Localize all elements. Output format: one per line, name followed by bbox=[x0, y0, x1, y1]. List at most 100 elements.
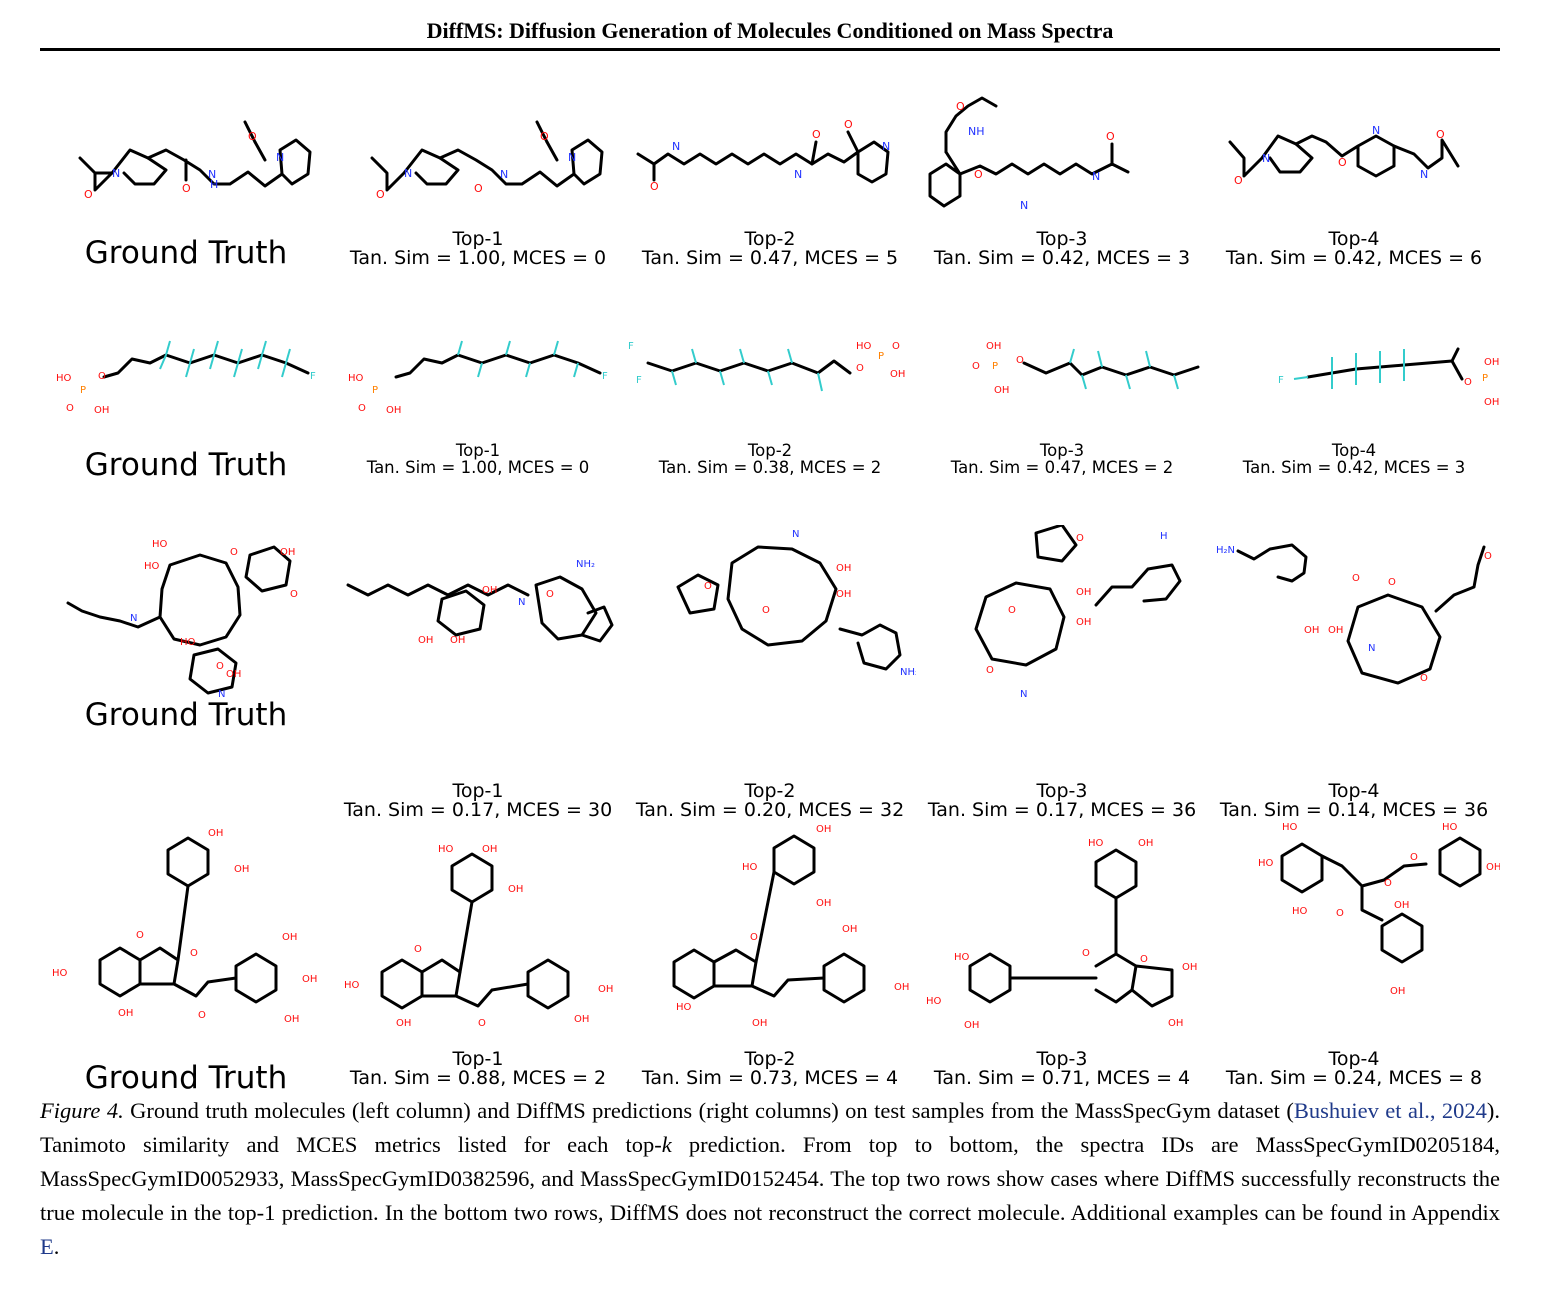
svg-text:O: O bbox=[84, 188, 93, 201]
svg-text:N: N bbox=[882, 140, 890, 153]
svg-text:OH: OH bbox=[1076, 617, 1091, 628]
prediction-metrics: Tan. Sim = 0.42, MCES = 3 bbox=[933, 247, 1191, 270]
svg-text:O: O bbox=[190, 948, 198, 959]
svg-text:OH: OH bbox=[752, 1018, 767, 1029]
svg-text:O: O bbox=[1008, 605, 1016, 616]
svg-text:N: N bbox=[218, 689, 225, 700]
svg-text:OH: OH bbox=[282, 932, 297, 943]
prediction-molecule: HO P O OH F bbox=[348, 340, 608, 416]
svg-text:OH: OH bbox=[1138, 838, 1153, 849]
prediction-cell: HO OH OH O HO OH O OH OH Top-1 Tan. Sim … bbox=[332, 810, 624, 1088]
prediction-cell: N OH OH O NH₂ O Top-2 Tan. Sim = 0.20, M… bbox=[624, 525, 916, 820]
svg-text:O: O bbox=[414, 944, 422, 955]
svg-text:HO: HO bbox=[742, 862, 758, 873]
svg-text:N: N bbox=[208, 168, 216, 181]
prediction-metrics: Tan. Sim = 0.17, MCES = 30 bbox=[343, 799, 613, 822]
svg-text:N: N bbox=[500, 168, 508, 181]
svg-text:OH: OH bbox=[836, 563, 851, 574]
svg-text:N: N bbox=[568, 151, 576, 164]
svg-text:O: O bbox=[1436, 128, 1445, 141]
prediction-cell: F O P OH OH Top-4 Tan. Sim = 0.42, MCES … bbox=[1208, 335, 1500, 495]
svg-text:NH: NH bbox=[968, 125, 985, 138]
svg-text:O: O bbox=[704, 581, 712, 592]
prediction-label: Top-2 Tan. Sim = 0.47, MCES = 5 bbox=[624, 229, 916, 269]
prediction-label: Top-3 Tan. Sim = 0.71, MCES = 4 bbox=[916, 1048, 1208, 1089]
svg-text:O: O bbox=[136, 930, 144, 941]
figure-row-1: O N O N H O N Ground Truth bbox=[40, 80, 1500, 280]
svg-text:NH₂: NH₂ bbox=[900, 667, 916, 678]
svg-text:OH: OH bbox=[964, 1020, 979, 1030]
prediction-molecule: O N O N N O bbox=[1228, 124, 1460, 187]
svg-text:P: P bbox=[992, 361, 998, 372]
ground-truth-label: Ground Truth bbox=[84, 1060, 288, 1096]
prediction-rank: Top-1 bbox=[452, 1048, 504, 1070]
prediction-label: Top-4 Tan. Sim = 0.42, MCES = 6 bbox=[1208, 229, 1500, 270]
svg-text:P: P bbox=[80, 385, 86, 396]
citation-link[interactable]: Bushuiev et al., 2024 bbox=[1293, 1098, 1487, 1123]
svg-text:O: O bbox=[972, 361, 980, 372]
prediction-molecule: F O P OH OH bbox=[1278, 347, 1499, 408]
ground-truth-molecule: OH OH O HO OH O O OH OH OH bbox=[52, 828, 317, 1025]
appendix-link[interactable]: E bbox=[40, 1234, 54, 1259]
svg-text:N: N bbox=[130, 613, 137, 624]
svg-text:O: O bbox=[1384, 878, 1392, 889]
page-header: DiffMS: Diffusion Generation of Molecule… bbox=[426, 18, 1114, 43]
prediction-label: Top-1 Tan. Sim = 0.17, MCES = 30 bbox=[332, 781, 624, 822]
svg-text:OH: OH bbox=[418, 635, 433, 646]
ground-truth-cell: HO P O OH O F Ground Truth bbox=[40, 335, 332, 495]
svg-text:HO: HO bbox=[180, 637, 196, 648]
svg-text:HO: HO bbox=[152, 539, 168, 550]
svg-text:O: O bbox=[98, 371, 106, 382]
svg-text:O: O bbox=[1352, 573, 1360, 584]
svg-text:F: F bbox=[636, 375, 642, 386]
prediction-rank: Top-4 bbox=[1328, 1048, 1380, 1070]
svg-text:O: O bbox=[1388, 577, 1396, 588]
caption-text: . bbox=[53, 1234, 60, 1259]
svg-text:HO: HO bbox=[56, 373, 72, 384]
ground-truth-molecule: HO O OH O HO HO O OH N N bbox=[66, 539, 298, 700]
svg-text:OH: OH bbox=[482, 585, 497, 596]
svg-text:HO: HO bbox=[348, 373, 364, 384]
svg-text:OH: OH bbox=[118, 1008, 133, 1019]
svg-text:O: O bbox=[1336, 908, 1344, 919]
svg-text:O: O bbox=[376, 188, 385, 201]
prediction-label: Top-1 Tan. Sim = 0.88, MCES = 2 bbox=[332, 1048, 624, 1089]
prediction-rank: Top-2 bbox=[744, 780, 796, 802]
ground-truth-cell: HO O OH O HO HO O OH N N Ground Truth bbox=[40, 525, 332, 755]
svg-text:OH: OH bbox=[816, 824, 831, 835]
prediction-cell: O N O N N O Top-4 Tan. Sim = 0.42, MCES … bbox=[1208, 80, 1500, 280]
svg-text:OH: OH bbox=[450, 635, 465, 646]
prediction-metrics: Tan. Sim = 0.73, MCES = 4 bbox=[641, 1067, 899, 1090]
svg-text:P: P bbox=[1482, 373, 1488, 384]
svg-text:OH: OH bbox=[508, 884, 523, 895]
svg-text:O: O bbox=[216, 661, 224, 672]
svg-text:N: N bbox=[276, 151, 284, 164]
svg-text:HO: HO bbox=[438, 844, 454, 855]
prediction-rank: Top-3 bbox=[1036, 228, 1088, 250]
prediction-rank: Top-2 bbox=[747, 441, 793, 460]
svg-text:OH: OH bbox=[226, 669, 241, 680]
svg-text:O: O bbox=[230, 547, 238, 558]
prediction-cell: O NH O N N O Top-3 Tan. Sim = 0.42, MCES… bbox=[916, 80, 1208, 280]
svg-text:HO: HO bbox=[926, 996, 942, 1007]
svg-text:HO: HO bbox=[676, 1002, 692, 1013]
svg-text:OH: OH bbox=[1486, 862, 1500, 873]
prediction-molecule: F F O P HO O OH bbox=[628, 341, 905, 392]
prediction-label: Top-4 Tan. Sim = 0.24, MCES = 8 bbox=[1208, 1048, 1500, 1089]
svg-text:O: O bbox=[1234, 174, 1243, 187]
prediction-rank: Top-4 bbox=[1331, 441, 1377, 460]
prediction-molecule: HO HO HO O O HO OH O OH OH bbox=[1258, 822, 1500, 997]
svg-text:N: N bbox=[404, 167, 412, 180]
svg-text:OH: OH bbox=[1304, 625, 1319, 636]
svg-text:O: O bbox=[986, 665, 994, 676]
prediction-rank: Top-3 bbox=[1036, 1048, 1088, 1070]
svg-text:OH: OH bbox=[816, 898, 831, 909]
svg-text:NH₂: NH₂ bbox=[576, 559, 595, 570]
svg-text:P: P bbox=[372, 385, 378, 396]
prediction-metrics: Tan. Sim = 0.42, MCES = 6 bbox=[1225, 247, 1483, 270]
svg-text:N: N bbox=[518, 597, 525, 608]
prediction-molecule: O N N O O N bbox=[636, 118, 890, 193]
prediction-molecule: HO OH HO HO OH O O OH OH bbox=[926, 838, 1197, 1030]
prediction-molecule: O OH OH O H N O bbox=[974, 525, 1182, 700]
svg-text:O: O bbox=[1140, 954, 1148, 965]
